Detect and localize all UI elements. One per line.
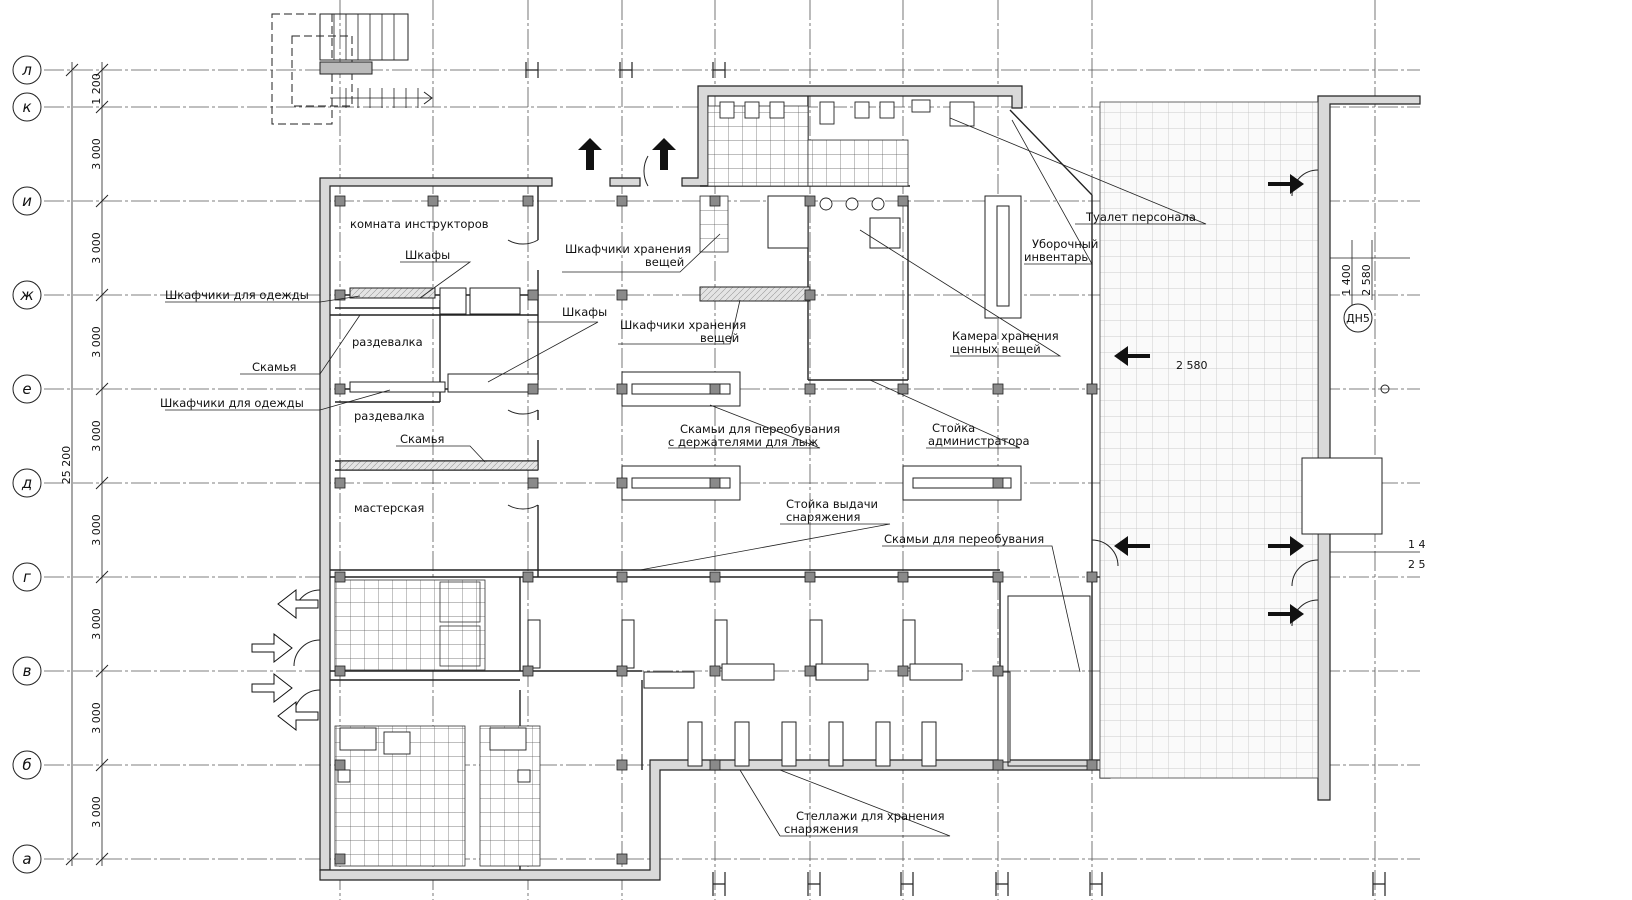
- dim-entrance-span: 2 580: [1176, 359, 1208, 372]
- dim-3000: 3 000: [90, 702, 103, 734]
- callout-labels: Шкафы Шкафчики для одежды Скамья Шкафчик…: [160, 210, 1196, 836]
- column-marks: [525, 62, 1386, 896]
- axis-label: б: [22, 756, 31, 774]
- callout-bench: Скамья: [252, 360, 296, 374]
- callout-ski-benches: Скамьи для переобувания: [680, 422, 840, 436]
- axis-bubble-zh: ж: [12, 280, 42, 310]
- dim-3000: 3 000: [90, 420, 103, 452]
- arrow-right-icon: [251, 672, 293, 704]
- entrance-arrows: [578, 138, 1304, 624]
- dim-1400: 1 400: [1340, 264, 1353, 296]
- callout-valuables: ценных вещей: [952, 342, 1041, 356]
- room-workshop: мастерская: [354, 501, 424, 515]
- arrow-left-icon: [277, 588, 319, 620]
- axis-bubble-l: л: [12, 55, 42, 85]
- axis-bubble-k: к: [12, 92, 42, 122]
- dim-3000: 3 000: [90, 326, 103, 358]
- axis-bubble-a: а: [12, 844, 42, 874]
- callout-admin-desk: администратора: [928, 434, 1030, 448]
- axis-label: е: [22, 380, 31, 398]
- callout-cabinets: Шкафы: [405, 248, 450, 262]
- dim-partial: 1 4: [1408, 538, 1426, 551]
- callout-issue-desk: снаряжения: [786, 510, 860, 524]
- callout-cabinets: Шкафы: [562, 305, 607, 319]
- structural-columns: [334, 195, 1098, 865]
- axis-bubble-d: д: [12, 468, 42, 498]
- dim-partial: 2 5: [1408, 558, 1426, 571]
- outline-arrows: [251, 588, 319, 732]
- dim-1200: 1 200: [90, 73, 103, 105]
- arrow-right-icon: [1268, 536, 1304, 556]
- callout-racks: Стеллажи для хранения: [796, 809, 945, 823]
- callout-staff-wc: Туалет персонала: [1085, 210, 1196, 224]
- axis-label: г: [23, 568, 31, 586]
- dn5-bubble: [1343, 303, 1373, 333]
- axis-bubbles: л к и ж е д г в б а: [12, 55, 42, 874]
- callout-cleaning: инвентарь: [1024, 250, 1088, 264]
- arrow-up-icon: [578, 138, 602, 170]
- entrance-hall: [1099, 101, 1319, 779]
- sanitary-fixtures: [337, 99, 975, 783]
- arrow-left-icon: [1114, 536, 1150, 556]
- arrow-right-icon: [251, 632, 293, 664]
- arrow-left-icon: [1114, 346, 1150, 366]
- callout-storage-lockers: Шкафчики хранения: [620, 318, 746, 332]
- dim-total: 25 200: [60, 446, 73, 485]
- callout-storage-lockers: вещей: [645, 255, 684, 269]
- dim-3000: 3 000: [90, 514, 103, 546]
- staircase-upper: [271, 13, 433, 125]
- dim-3000: 3 000: [90, 796, 103, 828]
- callout-ski-benches: с держателями для лыж: [668, 435, 818, 449]
- axis-label: и: [22, 192, 32, 210]
- dim-2580: 2 580: [1360, 264, 1373, 296]
- callout-racks: снаряжения: [784, 822, 858, 836]
- callout-storage-lockers: вещей: [700, 331, 739, 345]
- axis-label: д: [21, 474, 32, 492]
- arrow-left-icon: [277, 700, 319, 732]
- callout-cleaning: Уборочный: [1032, 237, 1098, 251]
- callout-clothes-lockers: Шкафчики для одежды: [160, 396, 304, 410]
- axis-label: а: [22, 850, 31, 868]
- room-changing-2: раздевалка: [354, 409, 425, 423]
- callout-storage-lockers: Шкафчики хранения: [565, 242, 691, 256]
- dim-3000: 3 000: [90, 138, 103, 170]
- dim-3000: 3 000: [90, 608, 103, 640]
- axis-label: л: [21, 61, 32, 79]
- room-labels: комната инструкторов раздевалка раздевал…: [350, 217, 489, 515]
- right-side-annotations: 2 580 1 400 2 580 ДН5 1 4 2 5: [1176, 240, 1426, 571]
- axis-bubble-v: в: [12, 656, 42, 686]
- room-changing-1: раздевалка: [352, 335, 423, 349]
- axis-bubble-i: и: [12, 186, 42, 216]
- callout-leaders: [165, 117, 1207, 837]
- callout-change-benches: Скамьи для переобувания: [884, 532, 1044, 546]
- dn5-mark: ДН5: [1346, 312, 1370, 325]
- room-instructors: комната инструкторов: [350, 217, 489, 231]
- arrow-right-icon: [1268, 174, 1304, 194]
- arrow-up-icon: [652, 138, 676, 170]
- axis-label: к: [22, 98, 31, 116]
- arrow-right-icon: [1268, 604, 1304, 624]
- dim-3000: 3 000: [90, 232, 103, 264]
- callout-admin-desk: Стойка: [932, 421, 975, 435]
- axis-label: в: [23, 662, 32, 680]
- axis-bubble-e: е: [12, 374, 42, 404]
- callout-bench: Скамья: [400, 432, 444, 446]
- axis-bubble-b: б: [12, 750, 42, 780]
- callout-issue-desk: Стойка выдачи: [786, 497, 878, 511]
- outer-walls: [319, 85, 1421, 881]
- callout-clothes-lockers: Шкафчики для одежды: [165, 288, 309, 302]
- axis-bubble-g: г: [12, 562, 42, 592]
- dimension-chain: 1 200 3 000 3 000 3 000 3 000 3 000 3 00…: [60, 62, 109, 866]
- axis-label: ж: [19, 286, 34, 304]
- callout-valuables: Камера хранения: [952, 329, 1059, 343]
